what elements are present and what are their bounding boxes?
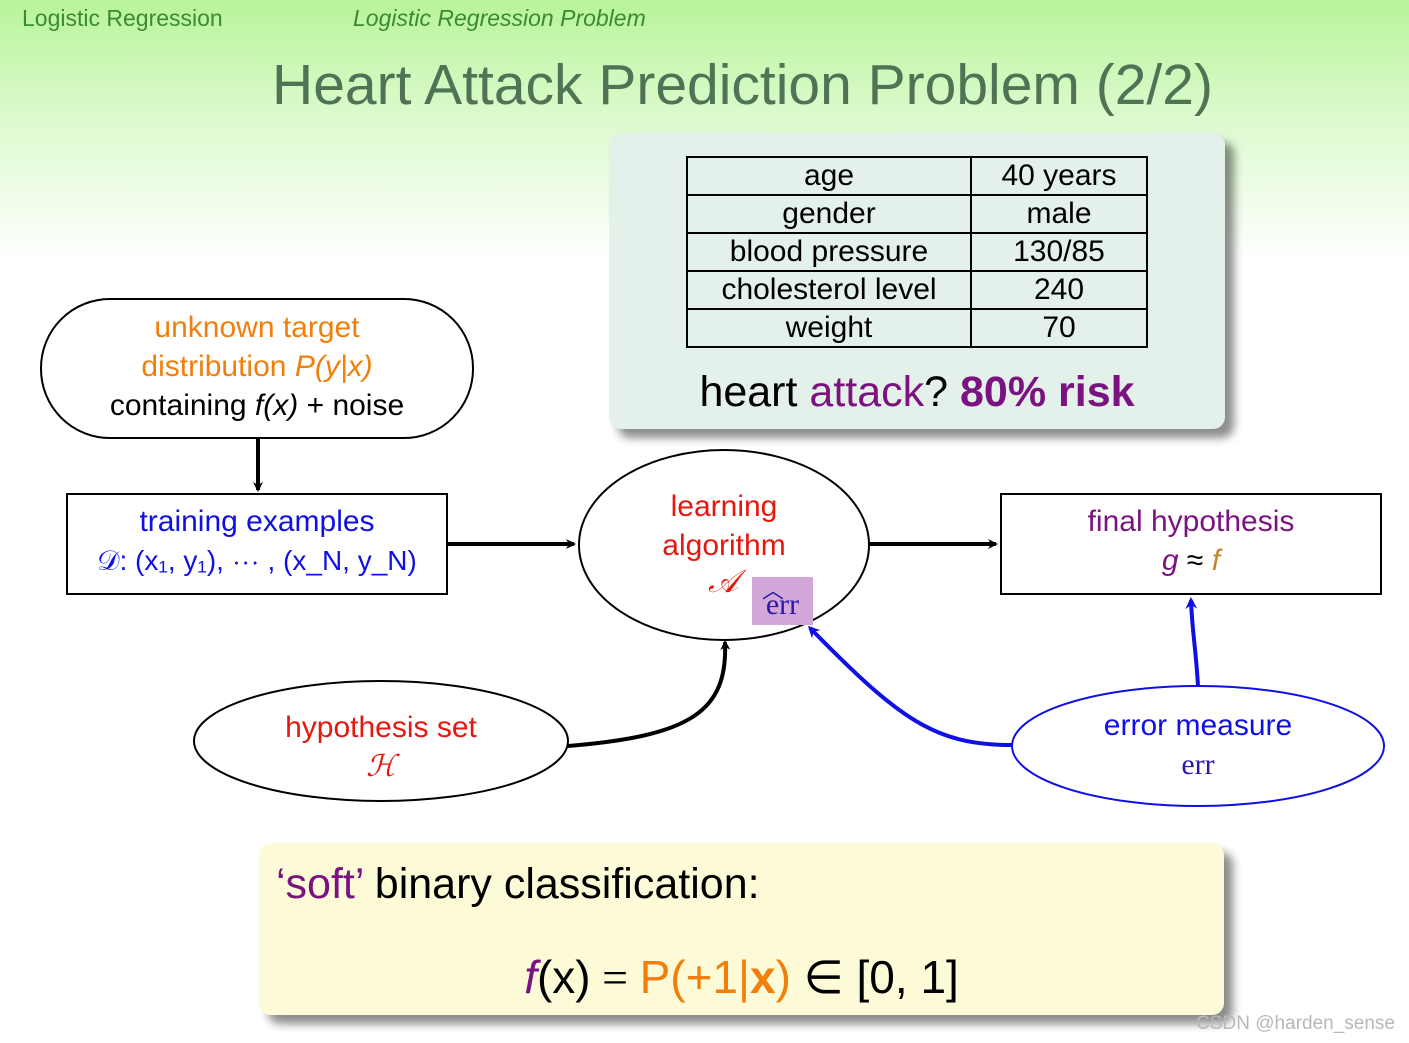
watermark: CSDN @harden_sense [1196,1013,1395,1034]
patient-attribute: weight [686,308,972,348]
patient-value: 130/85 [970,232,1148,272]
learning-algorithm-text: learning algorithm [662,490,786,562]
err-hat-box: ︿ err [752,577,813,625]
arrow-error-to-final [1185,597,1200,687]
nav-section[interactable]: Logistic Regression [22,5,223,31]
error-measure-text: error measure err [1103,709,1293,781]
arrow-error-to-algorithm [807,625,1013,747]
hypothesis-set-node [193,680,569,802]
risk-question: heart attack? 80% risk [699,368,1135,416]
patient-value: 40 years [970,156,1148,196]
hypothesis-set-text: hypothesis set ℋ [285,711,477,783]
patient-value: 240 [970,270,1148,310]
patient-attribute: gender [686,194,972,234]
training-examples-text: training examples 𝒟: (x₁, y₁), ⋯ , (x_N,… [67,502,447,580]
soft-classification-title: ‘soft’ binary classification: [276,860,760,908]
target-distribution-text: unknown target distribution P(y|x) conta… [109,311,405,422]
patient-value: male [970,194,1148,234]
slide-title: Heart Attack Prediction Problem (2/2) [272,53,1213,117]
training-examples-node [66,493,448,595]
algorithm-symbol: 𝒜 [708,563,739,599]
training-data-formula: 𝒟: (x₁, y₁), ⋯ , (x_N, y_N) [97,545,417,576]
hat-icon: ︿ [762,578,785,603]
nav-subsection[interactable]: Logistic Regression Problem [353,5,646,31]
risk-answer: 80% risk [960,368,1135,416]
patient-attribute: cholesterol level [686,270,972,310]
soft-classification-formula: f(x) = P(+1|x) ∈ [0, 1] [524,951,959,1003]
patient-value: 70 [970,308,1148,348]
final-hypothesis-node [1000,493,1382,595]
arrow-hypothesis-to-algorithm [567,640,731,748]
patient-attribute: age [686,156,972,196]
patient-attribute: blood pressure [686,232,972,272]
soft-classification-panel [259,843,1224,1015]
final-hypothesis-text: final hypothesis g ≈ f [1087,505,1295,577]
